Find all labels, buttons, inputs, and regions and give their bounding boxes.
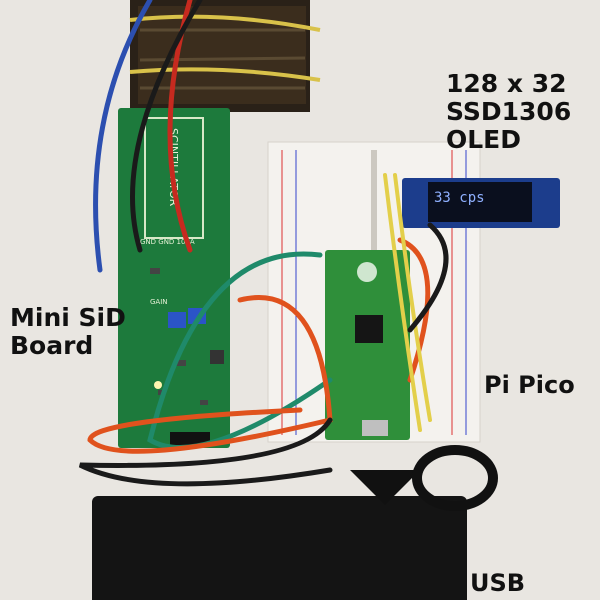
oled-label-line3: OLED: [446, 125, 522, 154]
header-silkscreen: GND GND 100A: [140, 238, 195, 246]
mini-sid-board: SCINTILLATOR GND GND 100A GAIN: [118, 108, 230, 448]
sid-label-line1: Mini SiD: [10, 303, 126, 332]
oled-module: 33 cps: [402, 178, 560, 228]
pi-pico-board: [325, 250, 410, 440]
usb-label: USB: [470, 569, 526, 597]
sid-board-label: Mini SiD Board: [10, 304, 126, 360]
sid-label-line2: Board: [10, 331, 94, 360]
usb-power-bank: [92, 445, 498, 600]
pi-pico-label: Pi Pico: [484, 371, 575, 399]
wires: [78, 0, 449, 487]
oled-label: 128 x 32 SSD1306 OLED: [446, 70, 571, 154]
scintillator-crystal: [129, 0, 321, 112]
oled-label-line2: SSD1306: [446, 97, 572, 126]
oled-reading: 33 cps: [434, 190, 485, 206]
gain-silkscreen: GAIN: [150, 298, 168, 306]
oled-label-line1: 128 x 32: [446, 69, 567, 98]
